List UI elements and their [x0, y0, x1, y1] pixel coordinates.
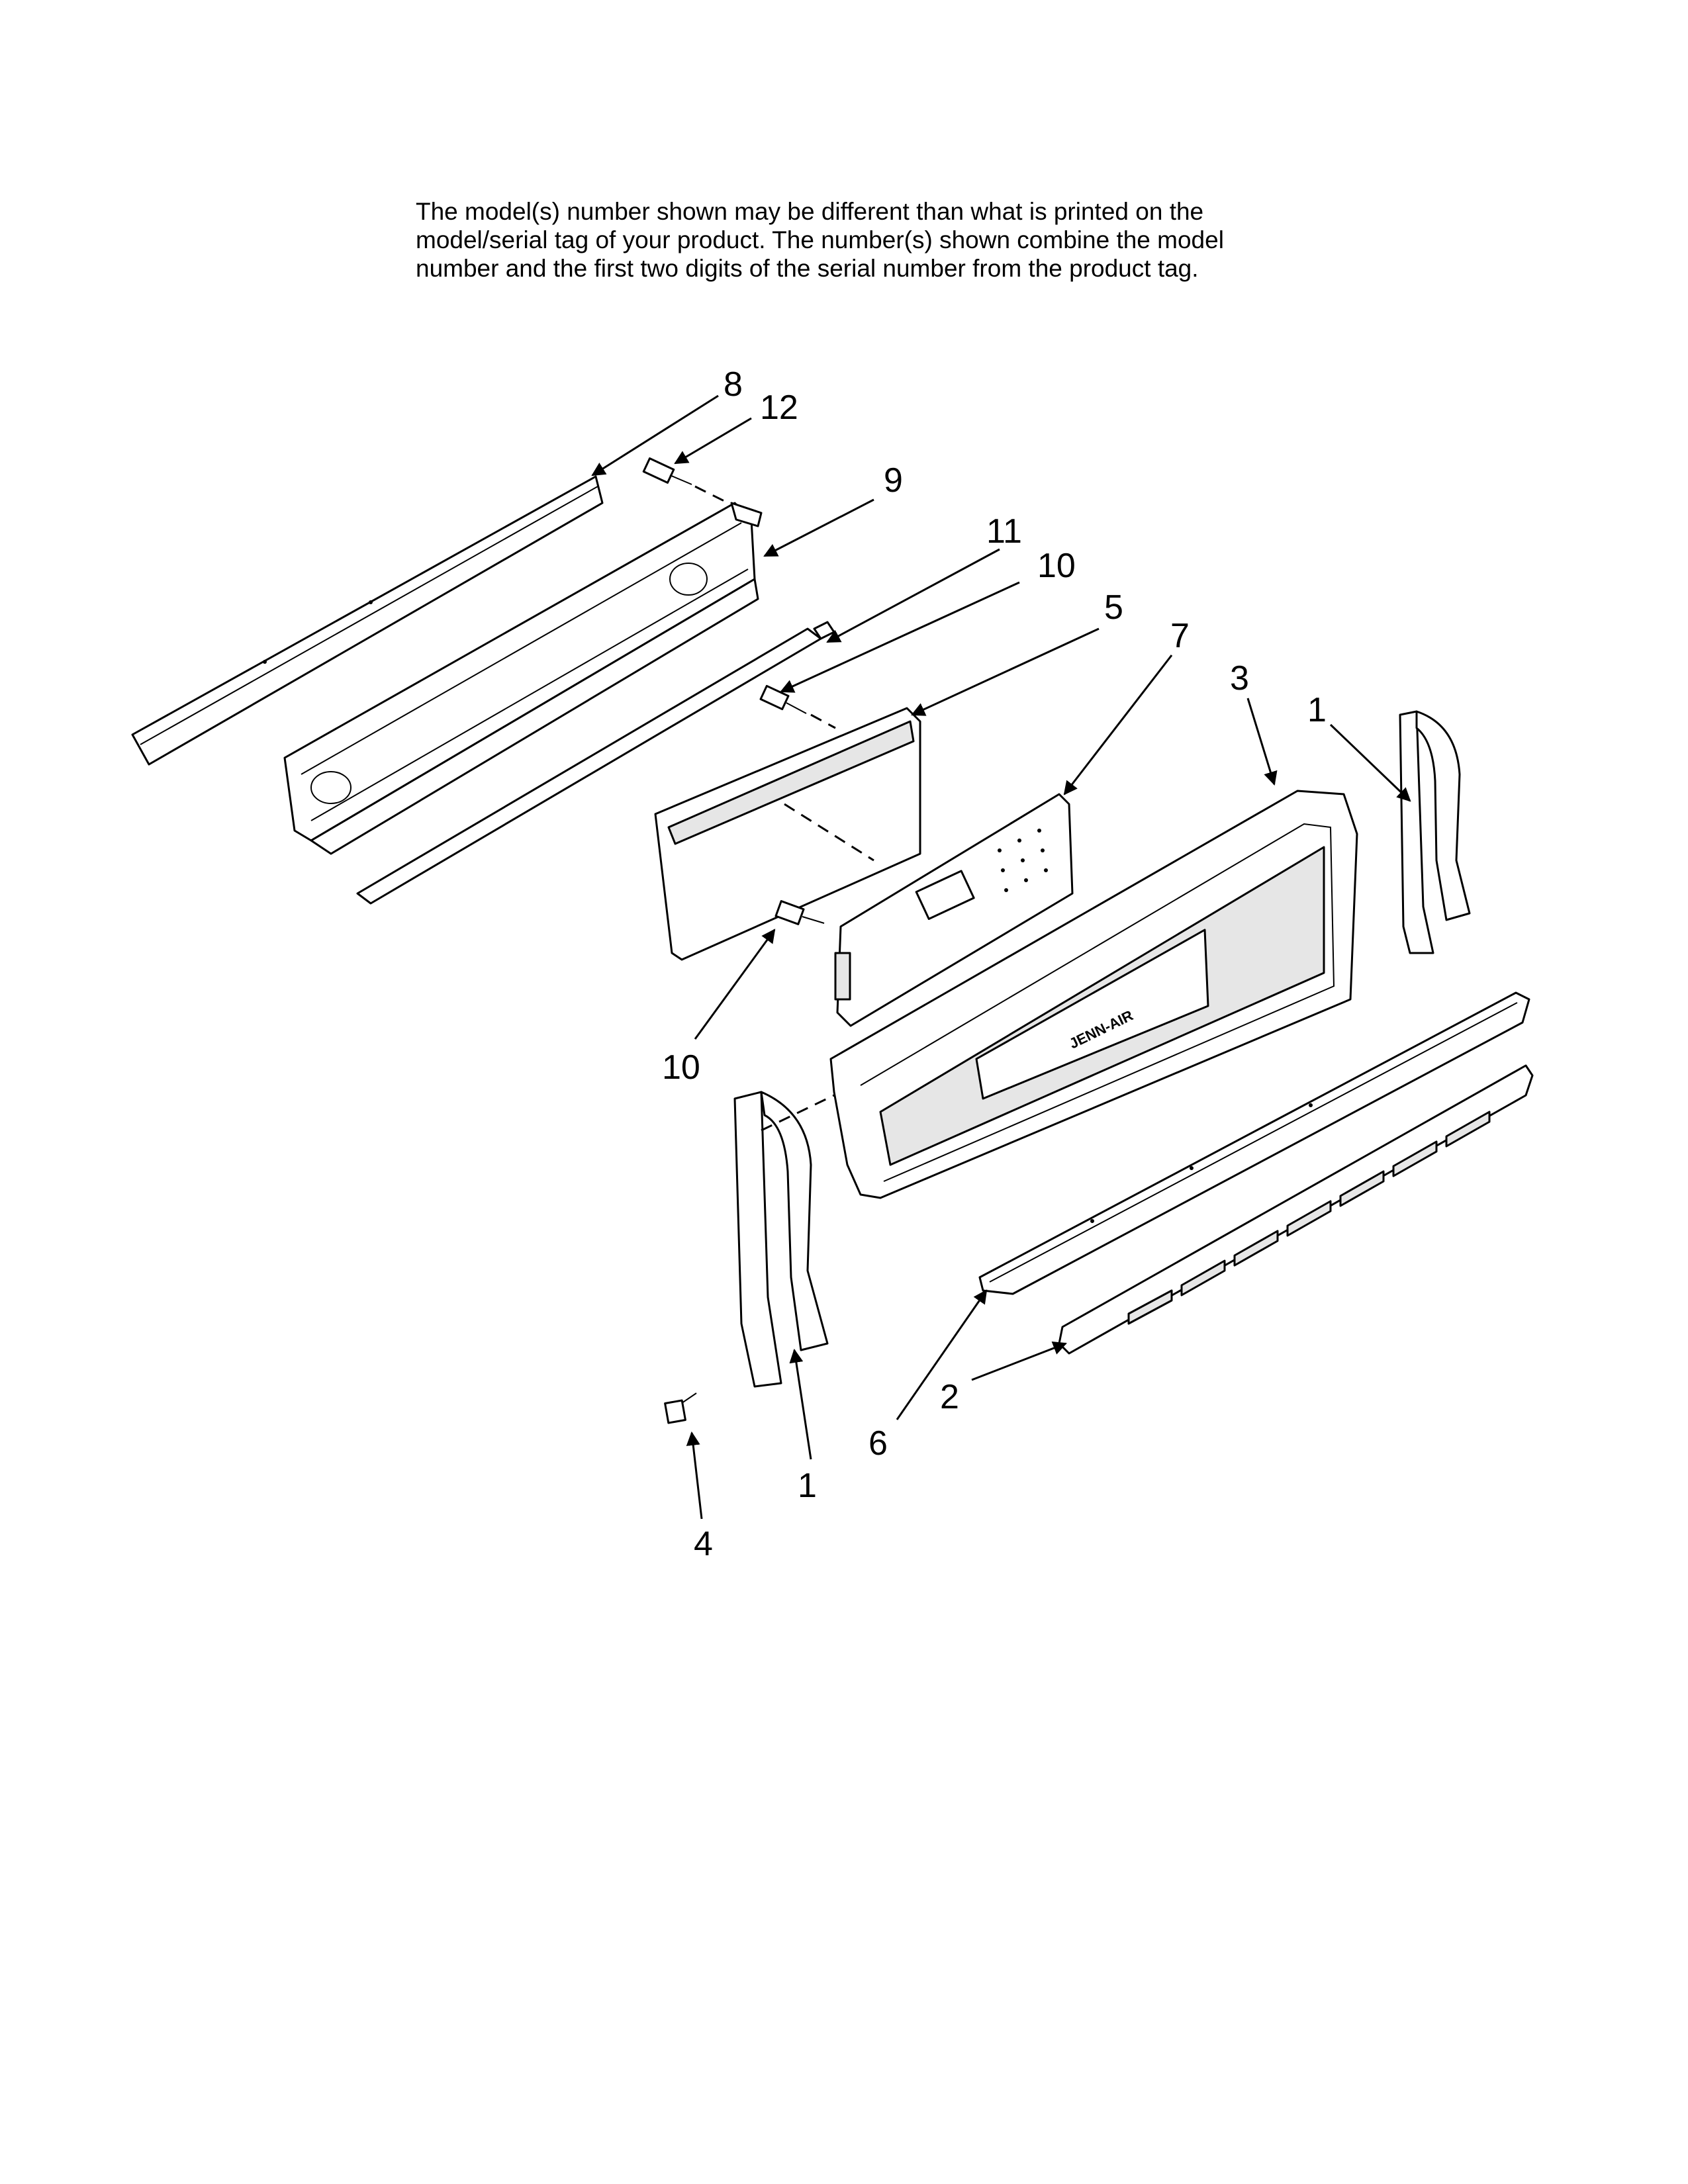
part-1-side-bracket-right [1399, 710, 1471, 954]
part-2-vent-grille [1058, 1064, 1534, 1355]
part-8-rear-panel [131, 475, 604, 766]
callout-4: 4 [694, 1525, 713, 1563]
callout-7: 7 [1170, 617, 1190, 655]
part-10-screw-top [759, 684, 836, 729]
callout-3: 3 [1230, 659, 1249, 698]
vent-slots [1127, 1111, 1491, 1325]
callout-labels: 8 12 9 11 10 5 7 3 1 10 1 2 6 4 [662, 365, 1327, 1563]
part-1-side-bracket-left [733, 1091, 835, 1388]
callout-1-right: 1 [1307, 691, 1327, 729]
part-11-trim-strip [356, 621, 835, 905]
callout-10-top: 10 [1037, 547, 1076, 585]
keypad-dots [998, 829, 1048, 892]
callout-8: 8 [724, 365, 743, 404]
part-3-control-panel: JENN-AIR [829, 790, 1358, 1199]
leader-lines [591, 394, 1411, 1520]
callout-11: 11 [986, 512, 1022, 551]
notice-line-1: The model(s) number shown may be differe… [416, 198, 1204, 225]
callout-12: 12 [760, 388, 798, 427]
part-9-control-housing [283, 502, 763, 855]
part-10-screw-bottom [774, 900, 825, 925]
part-7-electronic-control [834, 793, 1074, 1027]
callout-5: 5 [1104, 588, 1123, 627]
callout-2: 2 [940, 1378, 959, 1416]
callout-6: 6 [868, 1424, 888, 1463]
part-4-screw [664, 1392, 697, 1424]
part-12-screw [642, 457, 729, 504]
callout-9: 9 [884, 461, 903, 500]
part-5-board-bracket [654, 707, 921, 961]
model-number-notice: The model(s) number shown may be differe… [416, 197, 1342, 283]
callout-1-bottom: 1 [798, 1467, 817, 1505]
notice-line-2: model/serial tag of your product. The nu… [416, 226, 1224, 253]
callout-10-bottom: 10 [662, 1048, 700, 1087]
notice-line-3: number and the first two digits of the s… [416, 255, 1199, 282]
